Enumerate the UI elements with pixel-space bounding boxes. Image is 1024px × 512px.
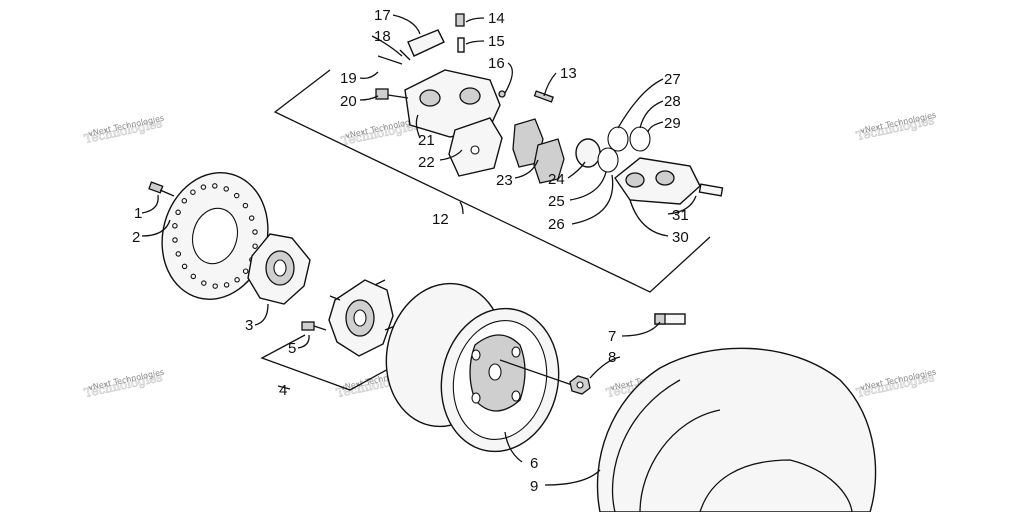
disc-hole bbox=[181, 263, 188, 270]
callout-26: 26 bbox=[548, 216, 565, 233]
disc-hole bbox=[181, 198, 188, 204]
dust-cap bbox=[498, 90, 506, 98]
callout-5: 5 bbox=[288, 340, 296, 357]
disc-hole bbox=[172, 223, 178, 229]
callout-18: 18 bbox=[374, 28, 391, 45]
pad-pin bbox=[533, 90, 554, 103]
tire bbox=[596, 347, 877, 512]
pin bbox=[399, 49, 411, 61]
valve-stem bbox=[654, 313, 686, 325]
callout-1: 1 bbox=[134, 205, 142, 222]
callout-17: 17 bbox=[374, 7, 391, 24]
hub-assembly-bracket-line bbox=[260, 334, 391, 391]
callouts: 1 2 3 4 5 6 7 8 9 12 13 14 15 16 17 18 1… bbox=[132, 7, 689, 495]
brake-disc bbox=[161, 172, 269, 300]
callout-6: 6 bbox=[530, 455, 538, 472]
brake-pad bbox=[533, 138, 565, 184]
wheel-stud bbox=[301, 321, 327, 331]
callout-12: 12 bbox=[432, 211, 449, 228]
piston-seal bbox=[607, 126, 651, 152]
disc-hole bbox=[252, 243, 258, 249]
callout-22: 22 bbox=[418, 154, 435, 171]
callout-25: 25 bbox=[548, 193, 565, 210]
disc-hole bbox=[190, 189, 196, 195]
disc-hole bbox=[200, 184, 207, 190]
caliper-mounting-bracket bbox=[448, 117, 503, 177]
disc-bolt bbox=[148, 181, 175, 197]
disc-hole bbox=[175, 209, 181, 216]
disc-hole bbox=[242, 268, 249, 274]
disc-hole bbox=[190, 273, 197, 280]
caliper-assembly-bracket-line bbox=[273, 69, 711, 293]
callout-9: 9 bbox=[530, 478, 538, 495]
piston-seal bbox=[597, 147, 619, 173]
callout-20: 20 bbox=[340, 93, 357, 110]
disc-hole bbox=[248, 215, 255, 221]
callout-8: 8 bbox=[608, 349, 616, 366]
hub-flange bbox=[328, 279, 396, 357]
disc-hole bbox=[223, 186, 229, 192]
callout-16: 16 bbox=[488, 55, 505, 72]
spring-clip bbox=[407, 29, 445, 57]
disc-hole bbox=[234, 277, 240, 283]
piston bbox=[575, 138, 601, 168]
callout-24: 24 bbox=[548, 171, 565, 188]
disc-hole bbox=[201, 280, 207, 286]
disc-hole bbox=[212, 183, 218, 189]
disc-hole bbox=[223, 282, 230, 288]
callout-23: 23 bbox=[496, 172, 513, 189]
callout-19: 19 bbox=[340, 70, 357, 87]
caliper-bolt bbox=[698, 183, 724, 197]
callout-3: 3 bbox=[245, 317, 253, 334]
callout-4: 4 bbox=[279, 382, 287, 399]
callout-13: 13 bbox=[560, 65, 577, 82]
leader-lines bbox=[141, 14, 697, 486]
bleeder-screw bbox=[455, 13, 465, 53]
brake-caliper-outer bbox=[614, 157, 701, 205]
brake-caliper-inner bbox=[404, 69, 501, 138]
callout-27: 27 bbox=[664, 71, 681, 88]
callout-31: 31 bbox=[672, 207, 689, 224]
disc-hole bbox=[172, 237, 178, 243]
callout-7: 7 bbox=[608, 328, 616, 345]
callout-30: 30 bbox=[672, 229, 689, 246]
lug-nut bbox=[569, 375, 591, 395]
lug-nut-leader bbox=[499, 359, 576, 387]
disc-hole bbox=[242, 202, 249, 209]
disc-hole bbox=[212, 283, 218, 289]
disc-hole bbox=[175, 251, 182, 257]
callout-29: 29 bbox=[664, 115, 681, 132]
disc-hole bbox=[233, 192, 240, 199]
wheel-rim bbox=[385, 282, 560, 453]
hub bbox=[247, 233, 311, 305]
callout-28: 28 bbox=[664, 93, 681, 110]
callout-14: 14 bbox=[488, 10, 505, 27]
callout-15: 15 bbox=[488, 33, 505, 50]
callout-2: 2 bbox=[132, 229, 140, 246]
callout-21: 21 bbox=[418, 132, 435, 149]
disc-hole bbox=[252, 229, 258, 235]
caliper-pin bbox=[375, 55, 409, 100]
